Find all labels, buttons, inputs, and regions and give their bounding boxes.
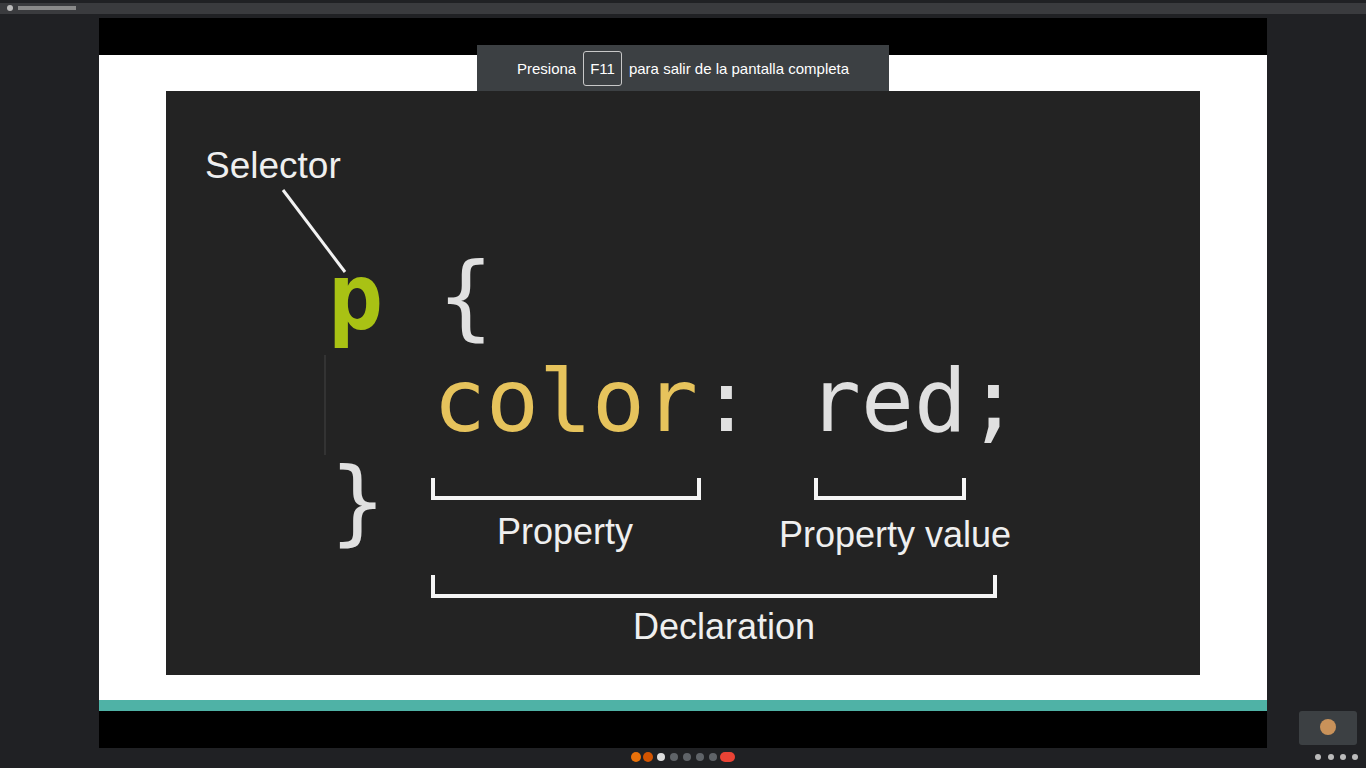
code-colon: : <box>700 357 753 445</box>
toolbar-icon <box>696 753 704 761</box>
fullscreen-notice: Presiona para salir de la pantalla comple… <box>477 45 889 91</box>
video-frame <box>99 18 1267 748</box>
node-text: F11 <box>590 60 615 77</box>
code-property: color <box>433 357 698 445</box>
toolbar-icon <box>657 753 665 761</box>
toolbar-icon <box>709 753 717 761</box>
code-brace: { <box>438 252 493 344</box>
hangup-button <box>720 752 735 762</box>
participant-avatar <box>1320 719 1336 735</box>
toolbar-icon <box>1315 754 1321 760</box>
meeting-info <box>0 750 60 764</box>
participant-tile <box>1299 711 1357 745</box>
tab-title <box>18 6 76 10</box>
node-text: para salir de la pantalla completa <box>629 60 849 77</box>
toolbar-icon <box>670 753 678 761</box>
tab-icon <box>7 5 13 11</box>
code-selector: p <box>328 252 383 344</box>
slide-band <box>99 700 1267 711</box>
toolbar-icon <box>631 752 641 762</box>
code-value: red; <box>808 357 1020 445</box>
toolbar-icon <box>1340 754 1346 760</box>
property-bracket <box>433 478 699 498</box>
part-name: Property <box>497 514 633 550</box>
toolbar-icon <box>643 752 653 762</box>
tab-bar <box>0 3 1366 14</box>
part-name: Selector <box>205 147 341 184</box>
toolbar-icon <box>683 753 691 761</box>
node-text: Presiona <box>517 60 576 77</box>
code-brace: } <box>330 457 385 549</box>
toolbar-icon <box>1352 754 1358 760</box>
declaration-bracket <box>433 575 995 596</box>
slide-ground <box>99 55 1267 700</box>
value-bracket <box>816 478 964 498</box>
toolbar-icon <box>1328 754 1334 760</box>
part-name: Declaration <box>633 609 815 645</box>
key-cap: F11 <box>583 51 622 86</box>
code-panel <box>166 91 1200 675</box>
part-name: Property value <box>779 517 1011 553</box>
cursor-line <box>325 355 326 455</box>
